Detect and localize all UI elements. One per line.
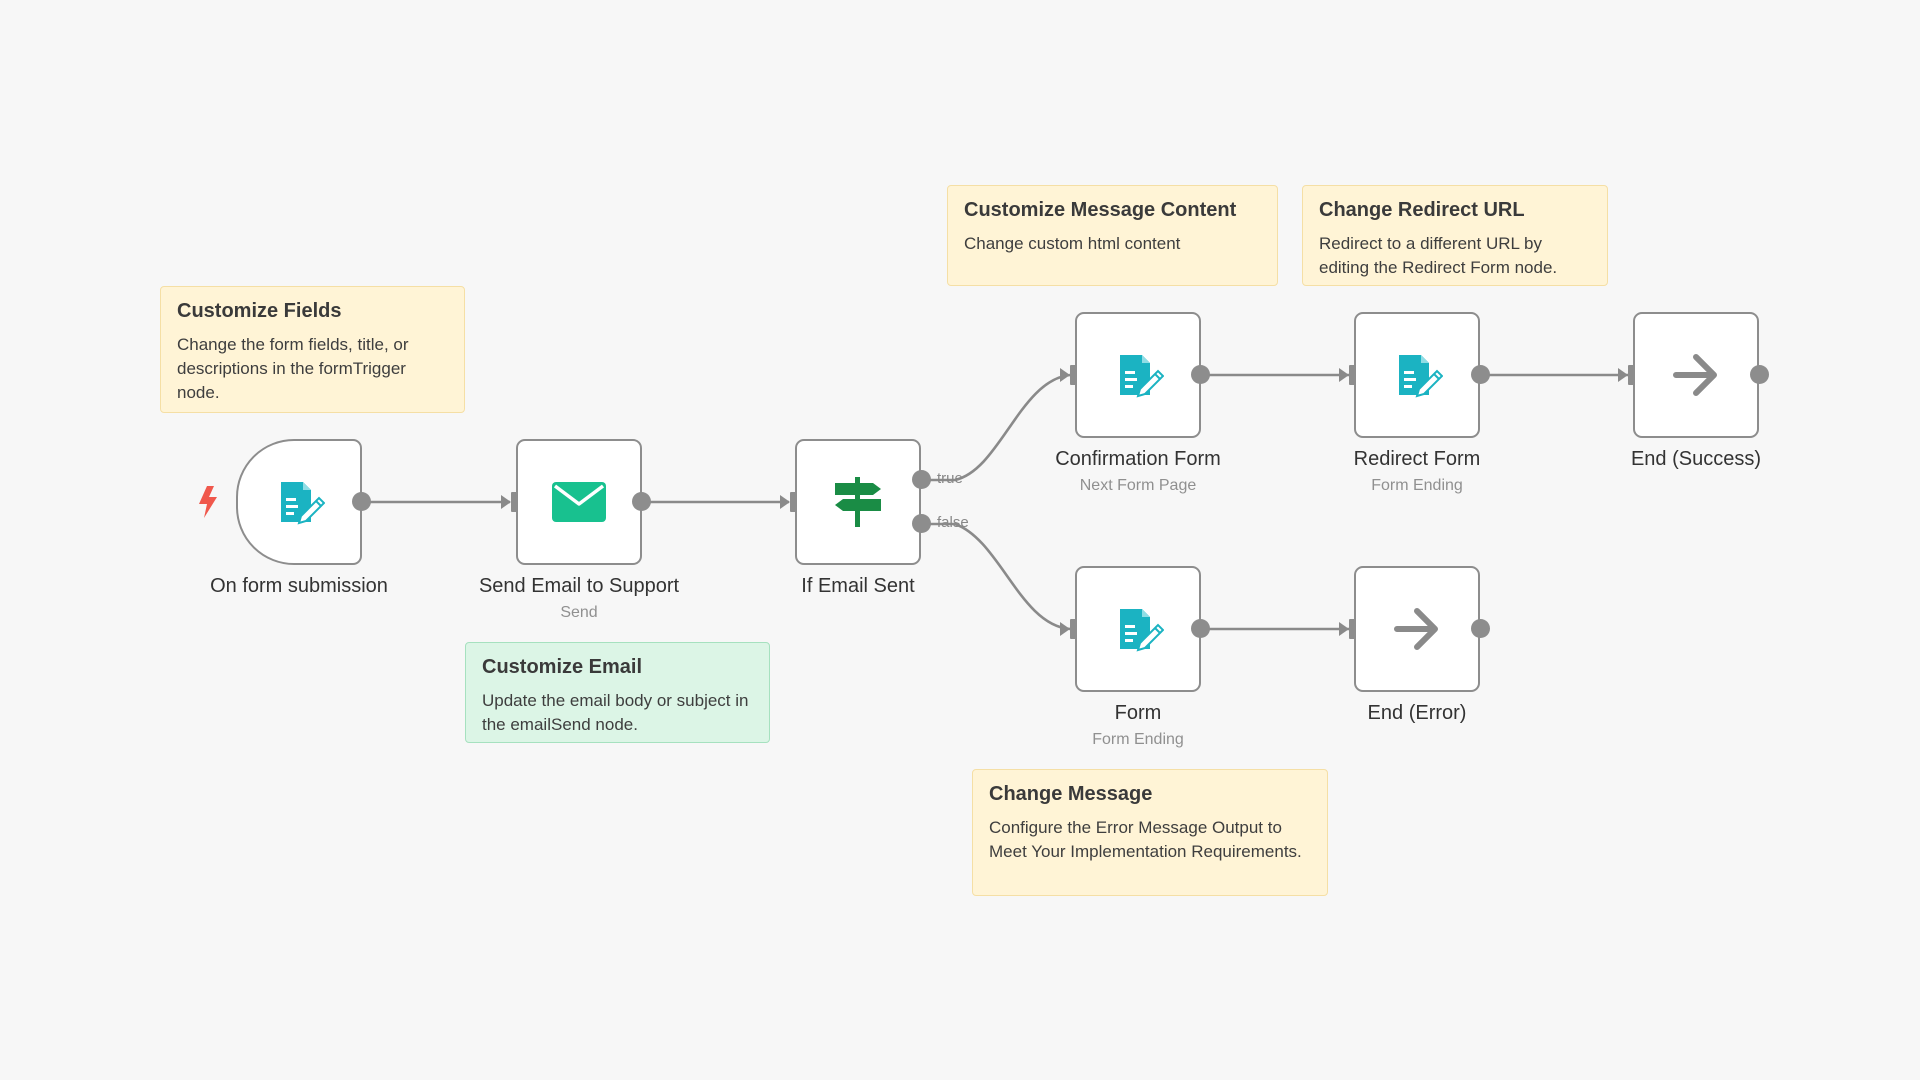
node-label: Form [1114, 702, 1162, 724]
node-label: End (Success) [1630, 448, 1762, 470]
node-label: Send Email to Support [478, 575, 680, 597]
input-handle[interactable] [790, 492, 797, 512]
node-on-form-submission[interactable] [236, 439, 362, 565]
input-handle[interactable] [1070, 365, 1077, 385]
node-end-success[interactable] [1633, 312, 1759, 438]
arrow-right-icon [1665, 344, 1727, 406]
node-label: Redirect Form [1353, 448, 1481, 470]
node-confirmation-form[interactable] [1075, 312, 1201, 438]
output-handle-true[interactable] [912, 470, 931, 489]
input-handle[interactable] [1628, 365, 1635, 385]
node-end-error[interactable] [1354, 566, 1480, 692]
envelope-icon [548, 471, 610, 533]
node-subtitle: Form Ending [1371, 477, 1463, 494]
note-title: Customize Message Content [964, 199, 1237, 221]
input-handle[interactable] [1349, 619, 1356, 639]
node-redirect-form[interactable] [1354, 312, 1480, 438]
node-subtitle: Next Form Page [1079, 477, 1197, 494]
note-title: Customize Fields [177, 300, 342, 322]
note-customize-email[interactable]: Customize Email Update the email body or… [465, 642, 770, 743]
node-label: On form submission [210, 575, 388, 597]
node-label: If Email Sent [801, 575, 915, 597]
node-subtitle: Send [560, 604, 598, 621]
node-send-email-to-support[interactable] [516, 439, 642, 565]
node-label: End (Error) [1367, 702, 1467, 724]
node-if-email-sent[interactable] [795, 439, 921, 565]
note-body: Redirect to a different URL by editing t… [1319, 234, 1558, 278]
note-customize-message-content[interactable]: Customize Message Content Change custom … [947, 185, 1278, 286]
input-handle[interactable] [1349, 365, 1356, 385]
output-handle[interactable] [1471, 365, 1490, 384]
note-body: Configure the Error Message Output to Me… [989, 818, 1302, 862]
branch-label-true: true [937, 470, 963, 487]
note-change-redirect-url[interactable]: Change Redirect URL Redirect to a differ… [1302, 185, 1608, 286]
note-title: Change Redirect URL [1319, 199, 1525, 221]
node-form[interactable] [1075, 566, 1201, 692]
note-title: Customize Email [482, 656, 643, 678]
output-handle[interactable] [1750, 365, 1769, 384]
note-change-message[interactable]: Change Message Configure the Error Messa… [972, 769, 1328, 896]
form-icon [1386, 344, 1448, 406]
output-handle[interactable] [352, 492, 371, 511]
arrow-right-icon [1386, 598, 1448, 660]
note-title: Change Message [989, 783, 1153, 805]
form-icon [1107, 598, 1169, 660]
note-customize-fields[interactable]: Customize Fields Change the form fields,… [160, 286, 465, 413]
note-body: Change the form fields, title, or descri… [177, 335, 409, 403]
output-handle[interactable] [1471, 619, 1490, 638]
node-subtitle: Form Ending [1092, 731, 1184, 748]
input-handle[interactable] [511, 492, 518, 512]
form-icon [268, 471, 330, 533]
node-label: Confirmation Form [1055, 448, 1221, 470]
output-handle[interactable] [1191, 619, 1210, 638]
note-body: Update the email body or subject in the … [482, 691, 749, 735]
branch-label-false: false [937, 514, 969, 531]
input-handle[interactable] [1070, 619, 1077, 639]
output-handle[interactable] [1191, 365, 1210, 384]
signpost-icon [827, 471, 889, 533]
form-icon [1107, 344, 1169, 406]
output-handle[interactable] [632, 492, 651, 511]
trigger-bolt-icon [199, 486, 217, 518]
output-handle-false[interactable] [912, 514, 931, 533]
note-body: Change custom html content [964, 234, 1181, 253]
